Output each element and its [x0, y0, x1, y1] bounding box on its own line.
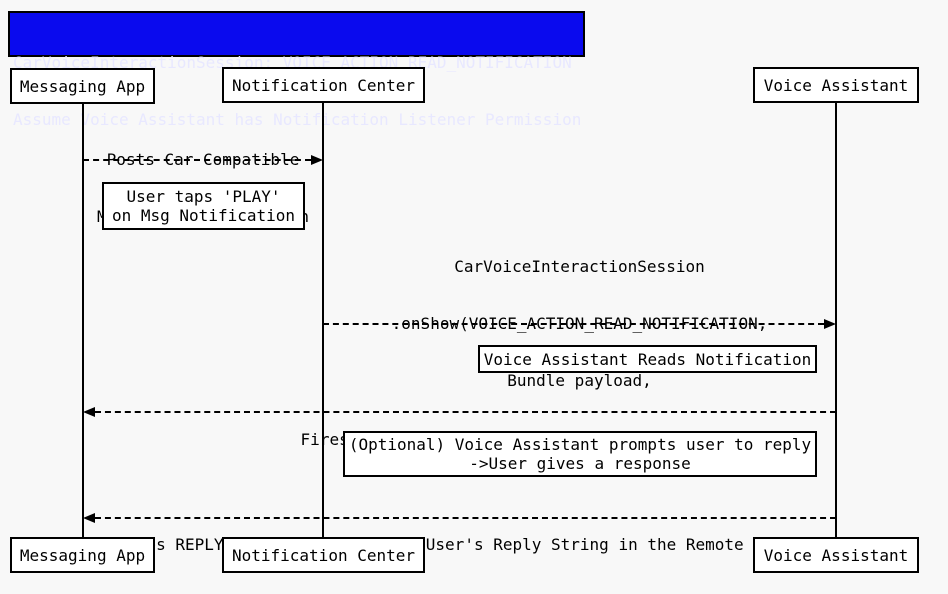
arrowhead-left-icon	[83, 407, 95, 417]
actor-notification-center-top: Notification Center	[222, 67, 425, 103]
actor-label: Voice Assistant	[763, 545, 909, 565]
message-line: Fires REPLY Pending Intent with User's R…	[117, 535, 802, 554]
message-arrow-reply-intent	[95, 517, 836, 519]
actor-messaging-app-top: Messaging App	[10, 68, 155, 104]
message-arrow-posts-notification	[83, 159, 311, 161]
note-reads-notification: Voice Assistant Reads Notification	[478, 345, 817, 373]
note-line: on Msg Notification	[111, 206, 296, 225]
diagram-title: CarVoiceInteractionSession: VOICE_ACTION…	[8, 11, 585, 129]
message-label-reply-intent: Fires REPLY Pending Intent with User's R…	[83, 497, 836, 592]
actor-voice-assistant-bottom: Voice Assistant	[753, 537, 919, 573]
lifeline-voice-assistant	[835, 103, 837, 537]
lifeline-messaging-app	[82, 103, 84, 537]
lifeline-notification-center	[322, 103, 324, 537]
message-line: Bundle payload,	[507, 371, 652, 390]
note-optional-prompt-reply: (Optional) Voice Assistant prompts user …	[343, 431, 817, 477]
actor-label: Voice Assistant	[763, 75, 909, 95]
arrowhead-right-icon	[824, 319, 836, 329]
note-user-taps-play: User taps 'PLAY' on Msg Notification	[102, 182, 305, 230]
arrowhead-right-icon	[311, 155, 323, 165]
actor-voice-assistant-top: Voice Assistant	[753, 67, 919, 103]
message-arrow-mark-as-read	[95, 411, 836, 413]
title-line-2: Assume Voice Assistant has Notification …	[13, 110, 582, 129]
actor-label: Messaging App	[19, 76, 146, 96]
actor-label: Notification Center	[231, 545, 416, 565]
note-line: Voice Assistant Reads Notification	[483, 349, 812, 369]
note-line: (Optional) Voice Assistant prompts user …	[348, 435, 812, 454]
message-arrow-onshow	[323, 323, 824, 325]
actor-notification-center-bottom: Notification Center	[222, 537, 425, 573]
title-line-1: CarVoiceInteractionSession: VOICE_ACTION…	[13, 53, 572, 72]
arrowhead-left-icon	[83, 513, 95, 523]
note-line: User taps 'PLAY'	[126, 187, 281, 206]
actor-label: Messaging App	[19, 545, 146, 565]
message-line: CarVoiceInteractionSession	[454, 257, 705, 276]
actor-messaging-app-bottom: Messaging App	[10, 537, 155, 573]
actor-label: Notification Center	[231, 75, 416, 95]
note-line: ->User gives a response	[469, 454, 691, 473]
